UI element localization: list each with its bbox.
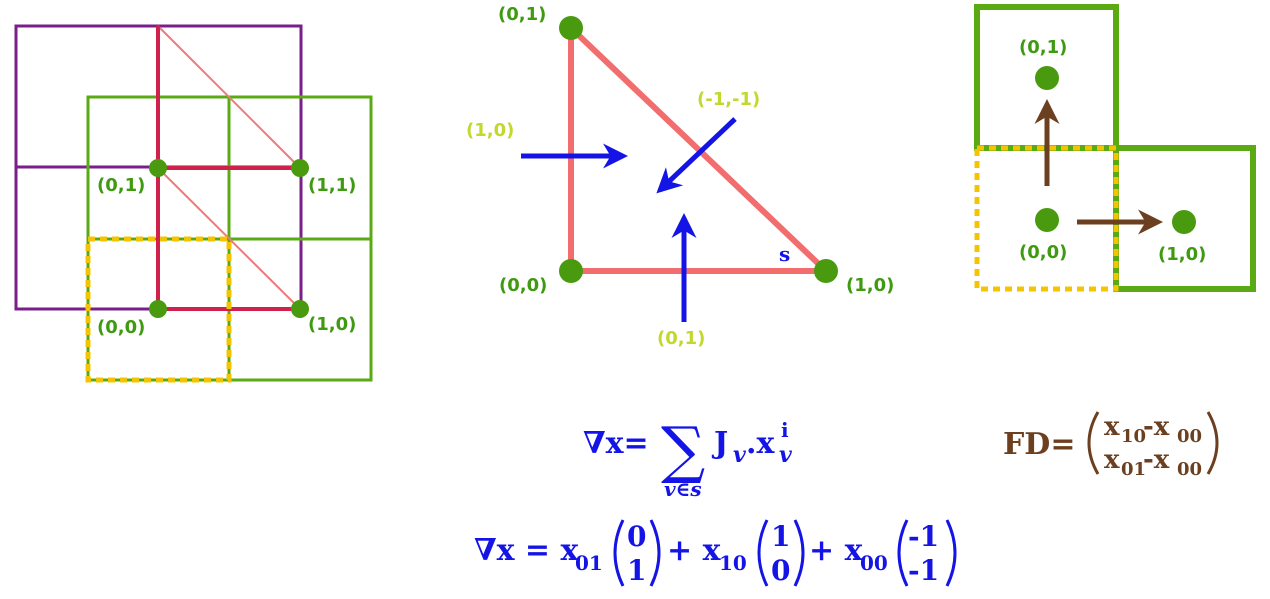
fd-paren-right (1206, 411, 1219, 475)
eq1-x-sub: v (779, 442, 792, 468)
vec1-bottom: 1 (627, 554, 646, 587)
vec3-paren-left (897, 519, 909, 587)
left-label-11: (1,1) (308, 175, 356, 196)
vec2-top: 1 (771, 520, 790, 553)
fd-panel: (0,1) (0,0) (1,0) (974, 4, 1256, 292)
left-label-10: (1,0) (308, 314, 356, 335)
fd-node-01 (1035, 66, 1059, 90)
fd-top-x1: x (1104, 412, 1120, 442)
tri-node-01 (559, 16, 583, 40)
vec2-paren-right (793, 519, 805, 587)
fd-lhs: FD= (1003, 427, 1075, 462)
eq1-x-sup: i (781, 418, 789, 442)
eq1-lhs: ∇x= (583, 426, 649, 461)
eq1-J: J (711, 426, 728, 461)
fd-bottom-x1: x (1104, 445, 1120, 475)
eq1-dotx: .x (746, 426, 775, 461)
tri-label-10: (1,0) (846, 275, 894, 296)
eq1-sum-subscript: v∈s (664, 477, 702, 501)
vec1-paren-right (649, 519, 661, 587)
vec2-paren-left (757, 519, 769, 587)
normal-label-left: (1,0) (466, 120, 514, 141)
triangle-panel: (0,1) (0,0) (1,0) (1,0) (-1,-1) (0,1) s (466, 4, 894, 349)
left-label-00: (0,0) (97, 317, 145, 338)
eq2-plus1: + x (667, 533, 722, 568)
eq1-sum-symbol: ∑ (661, 413, 705, 486)
fd-top-mid: -x (1143, 412, 1170, 442)
tri-node-00 (559, 259, 583, 283)
eq1-J-sub: v (733, 442, 746, 468)
fd-top-sub2: 00 (1177, 426, 1202, 447)
yellow-dashed-cell (85, 236, 232, 383)
triangle-s-label: s (779, 242, 790, 266)
fd-node-00 (1035, 208, 1059, 232)
equation-fd: FD= x 10 -x 00 x 01 -x 00 (1003, 411, 1219, 480)
left-grid-panel: (0,1) (1,1) (0,0) (1,0) (14, 24, 373, 383)
tri-label-01: (0,1) (498, 4, 546, 25)
vec1-top: 0 (627, 520, 646, 553)
normal-label-hyp: (-1,-1) (697, 89, 760, 110)
eq2-sub1: 01 (575, 551, 603, 575)
fd-bottom-mid: -x (1143, 445, 1170, 475)
red-diagonals (157, 25, 301, 310)
left-label-01: (0,1) (97, 175, 145, 196)
triangle-element (568, 25, 829, 274)
fd-node-10 (1172, 210, 1196, 234)
vec3-bottom: -1 (908, 554, 939, 587)
vec3-paren-right (945, 519, 957, 587)
tri-label-00: (0,0) (499, 275, 547, 296)
fd-label-10: (1,0) (1158, 244, 1206, 265)
vec1-paren-left (613, 519, 625, 587)
eq2-plus2: + x (809, 533, 864, 568)
fd-bottom-sub2: 00 (1177, 459, 1202, 480)
tri-node-10 (814, 259, 838, 283)
normal-arrow-hypotenuse (656, 117, 737, 194)
eq2-lhs: ∇x = x (474, 533, 579, 568)
fd-label-01: (0,1) (1019, 37, 1067, 58)
equation-gradient-sum: ∇x= ∑ v∈s J v .x i v (583, 413, 792, 501)
fd-cell-center (974, 145, 1119, 292)
fd-top-sub1: 10 (1121, 426, 1146, 447)
vec2-bottom: 0 (771, 554, 790, 587)
equation-gradient-expanded: ∇x = x 01 0 1 + x 10 1 0 + x 00 -1 -1 (474, 519, 957, 587)
vec3-top: -1 (908, 520, 939, 553)
left-node-01 (149, 159, 167, 177)
left-node-11 (291, 159, 309, 177)
normal-label-bottom: (0,1) (657, 328, 705, 349)
fd-label-00: (0,0) (1019, 242, 1067, 263)
fd-bottom-sub1: 01 (1121, 459, 1146, 480)
left-node-10 (291, 300, 309, 318)
fd-paren-left (1087, 411, 1100, 475)
left-node-00 (149, 300, 167, 318)
eq2-sub2: 10 (719, 551, 747, 575)
eq2-sub3: 00 (860, 551, 888, 575)
